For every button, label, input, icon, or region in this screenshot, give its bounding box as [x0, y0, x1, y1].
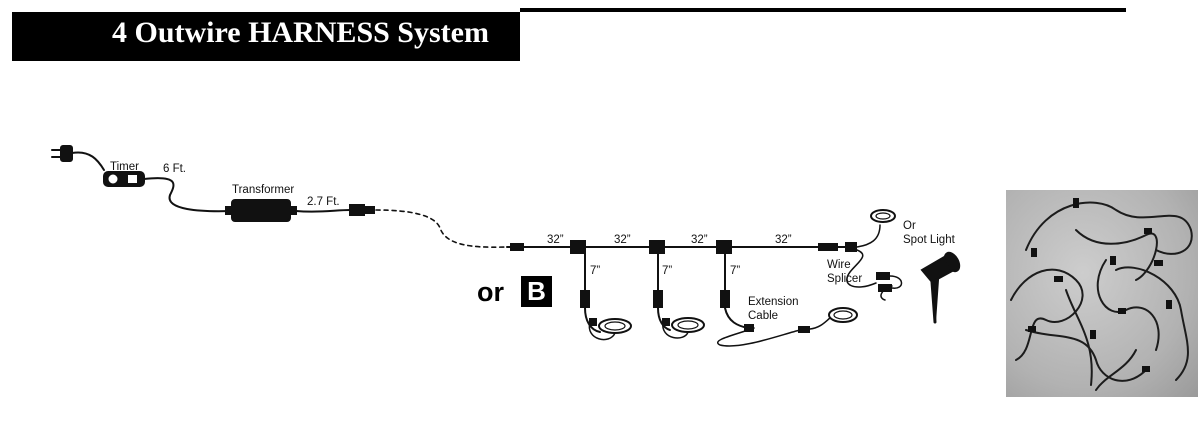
page-title: 4 Outwire HARNESS System: [112, 16, 489, 49]
puck-light-icon: [828, 307, 858, 323]
option-or-text: or: [477, 277, 504, 307]
spot-light-label: Spot Light: [903, 234, 956, 246]
harness-product-photo: [1006, 190, 1198, 397]
title-banner: [12, 12, 520, 61]
timer-icon: [103, 171, 145, 187]
transformer-label: Transformer: [232, 184, 294, 196]
segment-length-label: 32”: [775, 234, 792, 246]
drop-connectors: [580, 290, 730, 308]
spot-light-icon: [920, 251, 961, 324]
segment-length-label: 32”: [614, 234, 631, 246]
drop-length-label: 7”: [590, 265, 600, 277]
segment-length-label: 32”: [547, 234, 564, 246]
output-length-label: 2.7 Ft.: [307, 196, 340, 208]
segment-length-label: 32”: [691, 234, 708, 246]
puck-light-icon: [870, 209, 896, 223]
trunk-connectors: [510, 240, 857, 254]
extension-label: Extension: [748, 296, 799, 308]
splicer-label: Splicer: [827, 273, 862, 285]
header-rule: [520, 8, 1126, 12]
or-label: Or: [903, 220, 916, 232]
harness-cables-photo-illustration: [1010, 198, 1193, 391]
drop-length-label: 7”: [730, 265, 740, 277]
wire-label: Wire: [827, 259, 851, 271]
timer-label: Timer: [110, 161, 139, 173]
puck-light-icon: [662, 317, 705, 333]
drop-length-label: 7”: [662, 265, 672, 277]
option-b-badge: B: [521, 276, 552, 307]
power-plug-icon: [51, 145, 73, 162]
wire-splicer-icon: [876, 272, 903, 292]
connector-plug: [349, 204, 375, 216]
cable-label: Cable: [748, 310, 778, 322]
transformer-icon: [225, 199, 297, 222]
puck-light-icon: [589, 318, 632, 334]
cord-length-label: 6 Ft.: [163, 163, 186, 175]
